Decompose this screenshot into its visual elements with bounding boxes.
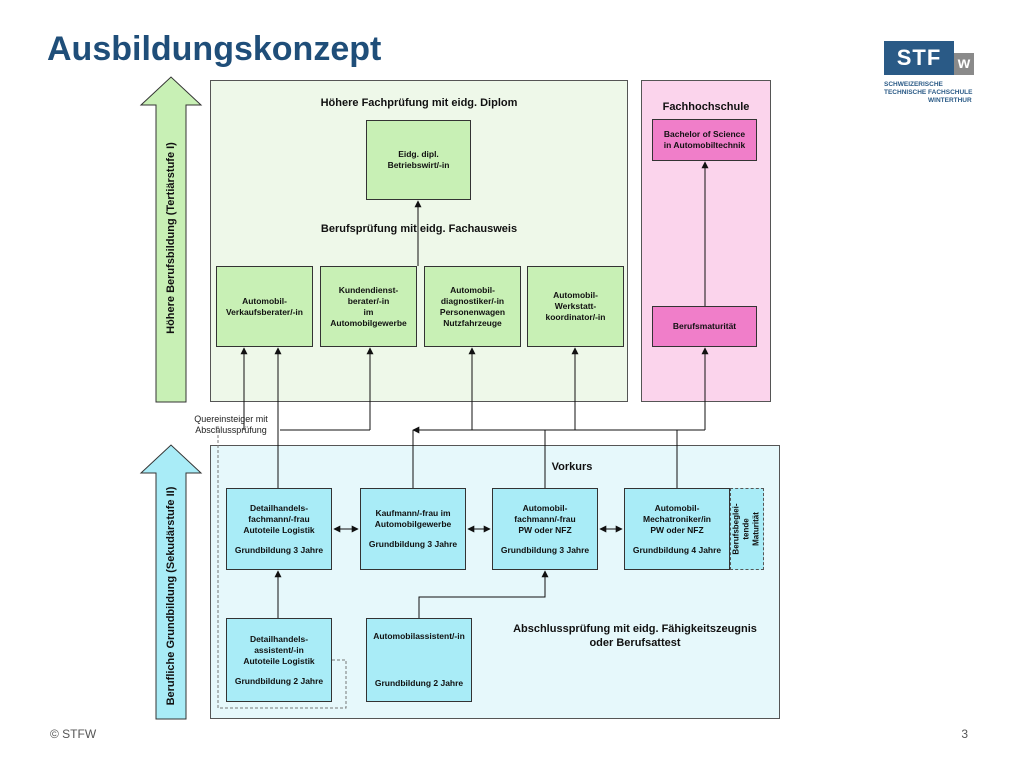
quereinsteiger-note: Quereinsteiger mit Abschlussprüfung (194, 414, 268, 435)
detailhandelsassistent-duration: Grundbildung 2 Jahre (234, 675, 324, 686)
detailhandelsfachmann-title: Detailhandels- fachmann/-frau Autoteile … (243, 502, 315, 535)
betriebswirt-box[interactable]: Eidg. dipl. Betriebswirt/-in (366, 120, 471, 200)
werkstattkoordinator-box[interactable]: Automobil- Werkstatt- koordinator/-in (527, 266, 624, 347)
kundendienstberater-box[interactable]: Kundendienst- berater/-in im Automobilge… (320, 266, 417, 347)
page-title: Ausbildungskonzept (47, 30, 382, 68)
vorkurs-label: Vorkurs (551, 461, 593, 473)
mechatroniker-title: Automobil- Mechatroniker/in PW oder NFZ (642, 502, 712, 535)
verkaufsberater-box[interactable]: Automobil- Verkaufsberater/-in (216, 266, 313, 347)
berufsmaturitaet-box[interactable]: Berufsmaturität (652, 306, 757, 347)
detailhandelsfachmann-box[interactable]: Detailhandels- fachmann/-frau Autoteile … (226, 488, 332, 570)
logo-text-line2: TECHNISCHE FACHSCHULE (884, 89, 973, 96)
arrow-automobilassistent-to-fachmann (418, 571, 546, 618)
automobilfachmann-title: Automobil- fachmann/-frau PW oder NFZ (514, 502, 576, 535)
fachhochschule-header: Fachhochschule (662, 101, 750, 113)
automobildiagnostiker-box[interactable]: Automobil- diagnostiker/-in Personenwage… (424, 266, 521, 347)
kaufmann-duration: Grundbildung 3 Jahre (368, 539, 458, 549)
detailhandelsassistent-title: Detailhandels- assistent/-in Autoteile L… (243, 633, 315, 666)
berufsbegleitende-maturitaet-box[interactable]: Berufsbeglei- tende Maturität (730, 488, 764, 570)
dashed-bm-link (217, 426, 347, 709)
logo-w-mark: w (954, 53, 974, 75)
mechatroniker-box[interactable]: Automobil- Mechatroniker/in PW oder NFZ … (624, 488, 730, 570)
tertiary-arrow (139, 76, 203, 403)
logo-text-line3: WINTERTHUR (928, 97, 972, 104)
kaufmann-box[interactable]: Kaufmann/-frau im Automobilgewerbe Grund… (360, 488, 466, 570)
logo-mark: STF (884, 41, 954, 75)
automobilassistent-duration: Grundbildung 2 Jahre (374, 678, 464, 688)
page-number: 3 (961, 727, 968, 741)
automobilassistent-box[interactable]: Automobilassistent/-in Grundbildung 2 Ja… (366, 618, 472, 702)
automobilassistent-title: Automobilassistent/-in (373, 631, 465, 641)
bachelor-box[interactable]: Bachelor of Science in Automobiltechnik (652, 119, 757, 161)
abschlusspruefung-label: Abschlussprüfung mit eidg. Fähigkeitszeu… (513, 623, 757, 649)
logo-text-line1: SCHWEIZERISCHE (884, 81, 943, 88)
kaufmann-title: Kaufmann/-frau im Automobilgewerbe (374, 508, 452, 529)
detailhandelsassistent-box[interactable]: Detailhandels- assistent/-in Autoteile L… (226, 618, 332, 702)
stfw-logo: STF w SCHWEIZERISCHE TECHNISCHE FACHSCHU… (884, 41, 976, 111)
mechatroniker-duration: Grundbildung 4 Jahre (632, 544, 722, 555)
detailhandelsfachmann-duration: Grundbildung 3 Jahre (234, 544, 324, 555)
hoehere-fachpruefung-header: Höhere Fachprüfung mit eidg. Diplom (320, 97, 518, 109)
automobilfachmann-duration: Grundbildung 3 Jahre (500, 544, 590, 555)
copyright: © STFW (50, 727, 97, 741)
automobilfachmann-box[interactable]: Automobil- fachmann/-frau PW oder NFZ Gr… (492, 488, 598, 570)
berufspruefung-header: Berufsprüfung mit eidg. Fachausweis (320, 223, 518, 235)
secondary-arrow (139, 444, 203, 720)
